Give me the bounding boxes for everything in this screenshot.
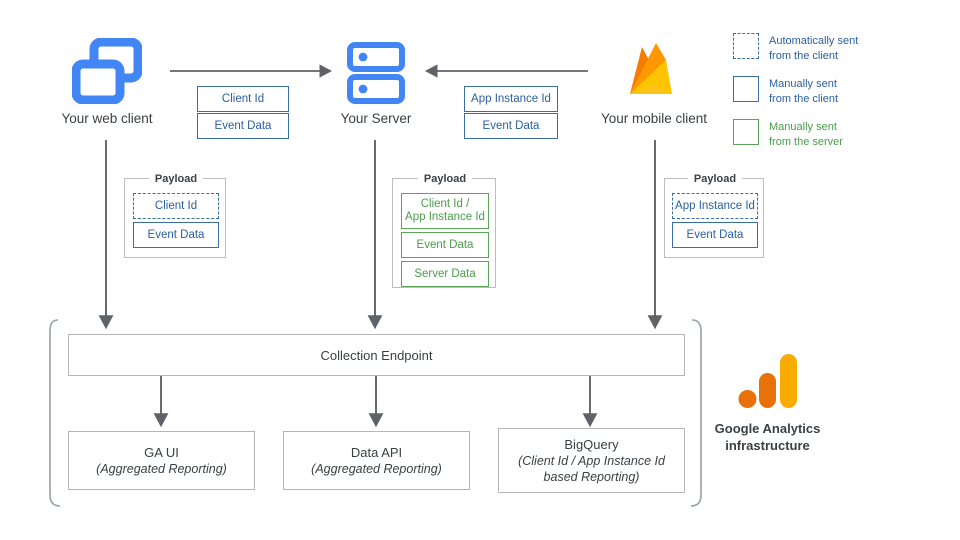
output-box-bigquery: BigQuery (Client Id / App Instance Id ba… [498,428,685,493]
legend-label-line: from the client [769,92,839,105]
mobile-client-label: Your mobile client [600,111,708,126]
payload-chip-client-id: Client Id [133,193,219,219]
legend-swatch-solid-blue [733,76,759,102]
legend-label-line: from the server [769,135,843,148]
legend-label-line: from the client [769,49,839,62]
firebase-icon [620,37,688,105]
chip-line: App Instance Id [405,211,485,223]
chip-web-event-data: Event Data [197,113,289,139]
infrastructure-label-line: Google Analytics [714,421,821,436]
server-icon [347,42,405,104]
payload-title: Payload [148,173,204,185]
payload-chip-app-instance-id: App Instance Id [672,193,758,219]
output-title: GA UI [144,445,179,460]
payload-mobile-client: Payload App Instance Id Event Data [664,173,764,258]
output-box-data-api: Data API (Aggregated Reporting) [283,431,470,490]
infrastructure-bracket-left [49,319,61,507]
payload-chip-client-or-app-instance-id: Client Id / App Instance Id [401,193,489,229]
web-client-icon [71,37,143,105]
chip-mobile-event-data: Event Data [464,113,558,139]
payload-chip-event-data: Event Data [672,222,758,248]
infrastructure-bracket-right [690,319,702,507]
collection-endpoint-box: Collection Endpoint [68,334,685,376]
legend-label-line: Manually sent [769,121,837,133]
web-client-label: Your web client [61,111,153,126]
output-subtitle: (Aggregated Reporting) [311,462,442,476]
payload-web-client: Payload Client Id Event Data [124,173,226,258]
output-subtitle: (Aggregated Reporting) [96,462,227,476]
chip-line: Client Id / [420,198,470,210]
legend-swatch-solid-green [733,119,759,145]
output-subtitle: (Client Id / App Instance Id [518,454,665,468]
output-title: BigQuery [564,437,619,452]
payload-chip-event-data: Event Data [133,222,219,248]
google-analytics-icon [738,352,800,412]
chip-mobile-app-instance-id: App Instance Id [464,86,558,112]
legend-label-line: Manually sent [769,78,837,90]
infrastructure-label-line: infrastructure [725,438,810,453]
output-subtitle: based Reporting) [543,470,640,484]
payload-chip-server-data: Server Data [401,261,489,287]
payload-server: Payload Client Id / App Instance Id Even… [392,173,496,288]
output-title: Data API [350,445,403,460]
legend: Automatically sent from the client Manua… [733,33,948,162]
server-label: Your Server [340,111,412,126]
chip-web-client-id: Client Id [197,86,289,112]
legend-item-manual-server: Manually sent from the server [733,119,948,149]
infrastructure-label: Google Analytics infrastructure [700,420,835,454]
payload-chip-event-data: Event Data [401,232,489,258]
legend-swatch-dashed-blue [733,33,759,59]
output-box-ga-ui: GA UI (Aggregated Reporting) [68,431,255,490]
payload-title: Payload [687,173,743,185]
collection-endpoint-label: Collection Endpoint [320,347,433,363]
payload-title: Payload [417,173,473,185]
legend-item-manual-client: Manually sent from the client [733,76,948,106]
legend-label-line: Automatically sent [769,35,859,47]
legend-item-auto-client: Automatically sent from the client [733,33,948,63]
